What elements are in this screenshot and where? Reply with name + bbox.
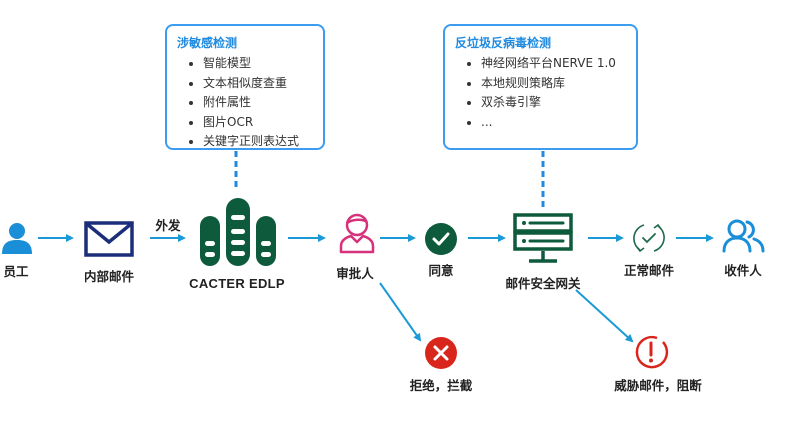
sensitive-detection-box: 涉敏感检测 智能模型 文本相似度查重 附件属性 图片OCR 关键字正则表达式 — [165, 24, 325, 150]
sensitive-detection-title: 涉敏感检测 — [177, 36, 238, 50]
antispam-detection-title: 反垃圾反病毒检测 — [455, 36, 552, 50]
list-item: 智能模型 — [189, 54, 299, 74]
list-item: 附件属性 — [189, 93, 299, 113]
list-item: 文本相似度查重 — [189, 74, 299, 94]
x-circle-icon — [425, 337, 457, 369]
list-item: ... — [467, 113, 616, 133]
users-icon — [722, 219, 765, 253]
node-label-internal-mail: 内部邮件 — [83, 269, 135, 284]
node-label-recipient: 收件人 — [724, 263, 762, 278]
check-circle-icon — [425, 223, 457, 255]
sensitive-detection-list: 智能模型 文本相似度查重 附件属性 图片OCR 关键字正则表达式 — [189, 54, 299, 152]
list-item: 关键字正则表达式 — [189, 132, 299, 152]
approver-user-icon — [339, 213, 375, 254]
list-item: 神经网络平台NERVE 1.0 — [467, 54, 616, 74]
server-rack-icon — [200, 198, 276, 266]
alert-circle-icon — [635, 335, 669, 369]
edge-label-send-out: 外发 — [155, 218, 181, 233]
arrow-approver-to-reject — [379, 282, 422, 342]
node-label-gateway: 邮件安全网关 — [505, 276, 581, 291]
antispam-detection-box: 反垃圾反病毒检测 神经网络平台NERVE 1.0 本地规则策略库 双杀毒引擎 .… — [443, 24, 638, 150]
node-label-approver: 审批人 — [336, 266, 374, 281]
node-label-approve: 同意 — [428, 263, 454, 278]
node-label-reject: 拒绝，拦截 — [409, 378, 473, 393]
list-item: 双杀毒引擎 — [467, 93, 616, 113]
node-label-normal-mail: 正常邮件 — [623, 263, 675, 278]
user-icon — [2, 223, 32, 254]
node-label-employee: 员工 — [3, 264, 29, 279]
envelope-icon — [84, 221, 134, 257]
gateway-server-icon — [513, 213, 573, 263]
refresh-check-icon — [633, 223, 665, 253]
arrow-gateway-to-threat — [575, 289, 634, 343]
list-item: 本地规则策略库 — [467, 74, 616, 94]
node-label-edlp: CACTER EDLP — [189, 276, 285, 291]
antispam-detection-list: 神经网络平台NERVE 1.0 本地规则策略库 双杀毒引擎 ... — [467, 54, 616, 132]
list-item: 图片OCR — [189, 113, 299, 133]
node-label-threat: 威胁邮件，阻断 — [614, 378, 702, 393]
